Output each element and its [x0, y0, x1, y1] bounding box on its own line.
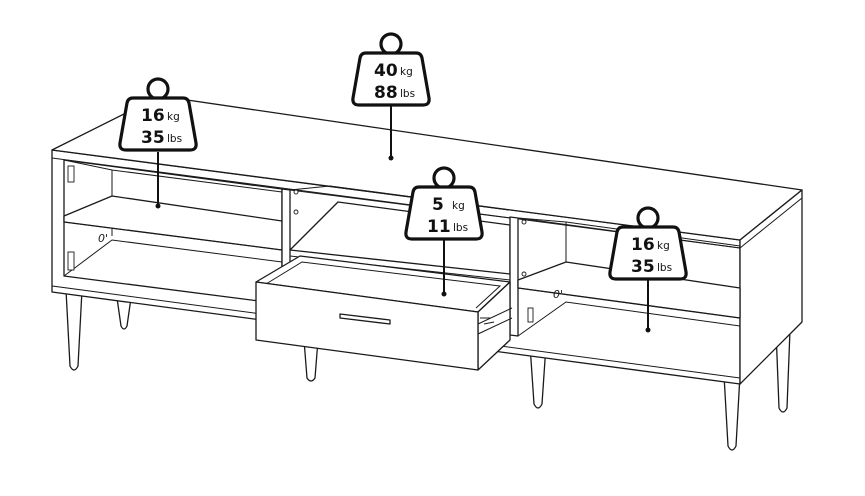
weight-badge-right-shelf: 16 kg 35 lbs [608, 206, 688, 281]
middle-leg [303, 339, 319, 382]
svg-text:16: 16 [631, 235, 655, 255]
weight-badge-drawer: 5 kg 11 lbs [404, 166, 484, 241]
dowel-hole [293, 209, 299, 215]
hinge-plate-bottom [67, 251, 75, 271]
weight-badge-left-shelf: 16 kg 35 lbs [118, 77, 198, 152]
svg-text:kg: kg [167, 111, 180, 123]
back-right-leg [529, 344, 547, 409]
svg-text:11: 11 [427, 217, 451, 237]
svg-text:88: 88 [374, 83, 398, 103]
dowel-hole [293, 189, 299, 195]
hinge-mark: 0' [98, 232, 108, 245]
svg-text:kg: kg [657, 240, 670, 252]
svg-text:35: 35 [141, 128, 165, 148]
hinge-plate-right [527, 307, 534, 323]
dowel-hole [521, 219, 527, 225]
open-drawer [255, 255, 513, 371]
back-left-leg [116, 297, 132, 330]
dowel-hole [521, 271, 527, 277]
svg-text:kg: kg [400, 66, 413, 78]
hinge-mark: 0' [553, 288, 563, 301]
svg-text:5: 5 [432, 195, 444, 215]
front-left-leg [65, 289, 83, 371]
svg-text:lbs: lbs [400, 88, 415, 100]
drawer-handle [339, 313, 391, 325]
hinge-plate-top [67, 165, 75, 183]
svg-text:40: 40 [374, 61, 398, 81]
svg-text:16: 16 [141, 106, 165, 126]
far-right-leg [775, 329, 791, 413]
svg-text:lbs: lbs [453, 222, 468, 234]
svg-text:35: 35 [631, 257, 655, 277]
svg-text:kg: kg [452, 200, 465, 212]
front-right-leg [723, 374, 741, 451]
leader-lines [155, 104, 651, 333]
svg-text:lbs: lbs [657, 262, 672, 274]
svg-text:lbs: lbs [167, 133, 182, 145]
cabinet: 0' 0' [51, 95, 803, 385]
weight-badge-top: 40 kg 88 lbs [351, 32, 431, 107]
